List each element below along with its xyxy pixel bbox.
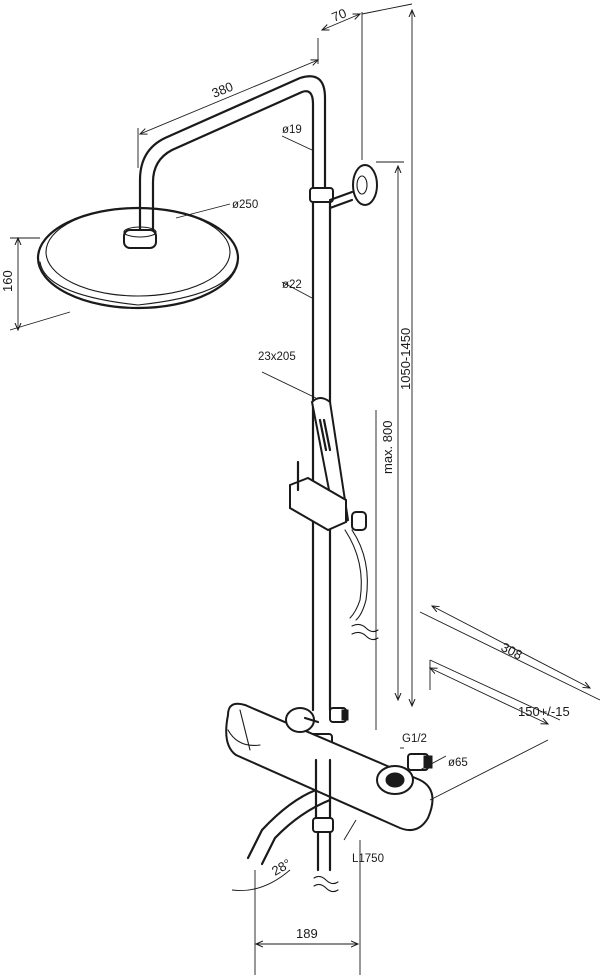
label-handshower-size: 23x205 [258,351,296,363]
label-riser-dia: ø22 [282,279,302,291]
dimension-labels: 70 380 ø19 ø250 160 ø22 23x205 1050-1450… [0,5,570,941]
shower-head [36,206,240,310]
dimensions [9,3,601,975]
hand-shower [289,397,379,641]
spout [246,758,339,893]
label-rosette-dia: ø65 [448,757,468,769]
label-spout-angle: 28° [269,856,294,879]
label-height-range: 1050-1450 [398,328,413,390]
label-arm-length: 380 [210,79,236,101]
label-head-dia: ø250 [232,199,258,211]
label-arm-pipe-dia: ø19 [282,124,302,136]
label-thread: G1/2 [402,733,427,745]
label-hose-length: L1750 [352,853,384,865]
label-arm-offset: 70 [330,5,349,24]
label-max-slide: max. 800 [380,421,395,474]
label-spout-length: 189 [296,926,318,941]
label-inlet-spacing: 150+/-15 [518,704,570,719]
wall-bracket [328,164,378,210]
label-head-height: 160 [0,270,15,292]
